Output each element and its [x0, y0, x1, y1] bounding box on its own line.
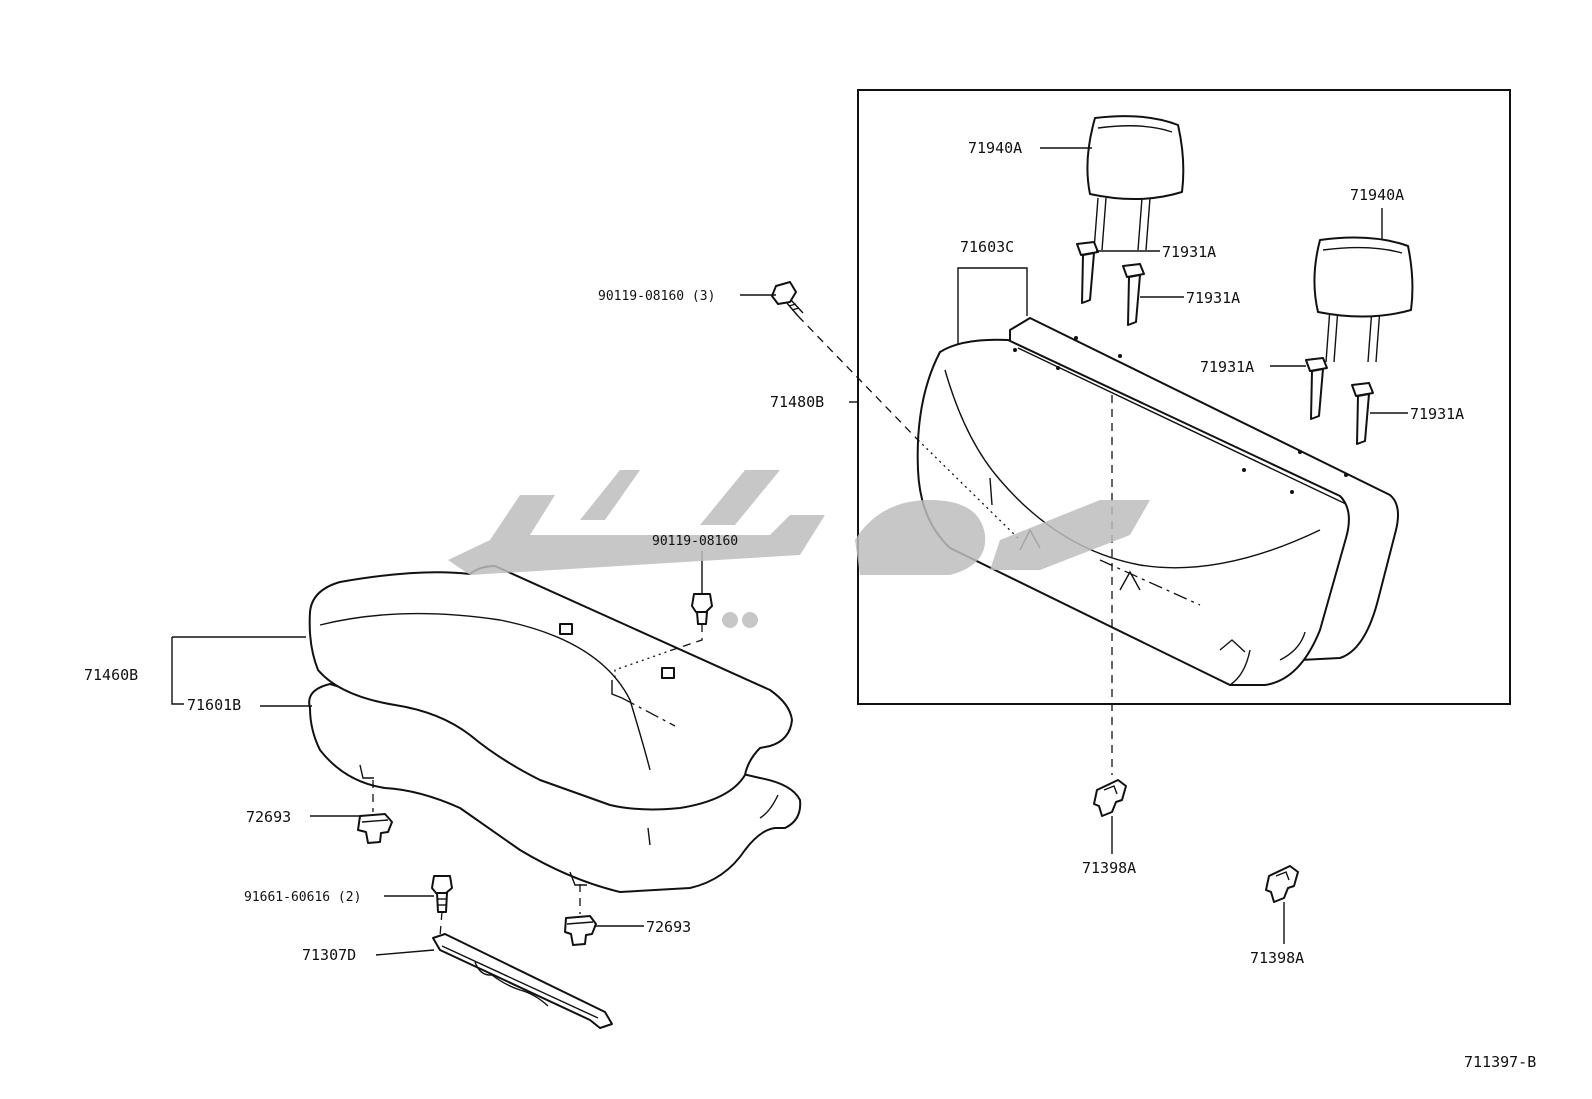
headrest-support-1: [1076, 241, 1099, 304]
label-support-1: 71931A: [1162, 243, 1216, 261]
label-support-4: 71931A: [1410, 405, 1464, 423]
label-headrest-left: 71940A: [968, 139, 1022, 157]
connector-bolt-to-seatback: [797, 315, 919, 441]
connector-bolt-cushion: [671, 624, 703, 651]
bolt-cushion: [691, 593, 713, 625]
label-hook-1: 71398A: [1082, 859, 1136, 877]
label-seatback-cover: 71603C: [960, 238, 1014, 256]
label-headrest-right: 71940A: [1350, 186, 1404, 204]
label-frame-bracket: 71307D: [302, 946, 356, 964]
clip-72693-right: [564, 915, 597, 946]
connector-cushion-dotted: [614, 649, 673, 680]
label-hook-2: 71398A: [1250, 949, 1304, 967]
seat-cushion-assembly: [308, 565, 802, 893]
watermark-logo: [448, 470, 1150, 628]
label-clip-right: 72693: [646, 918, 691, 936]
label-bolt-seatback: 90119-08160 (3): [598, 289, 715, 304]
seatback-assembly: [916, 317, 1399, 686]
bolt-seatback: [771, 281, 804, 317]
label-cushion-assy: 71460B: [84, 666, 138, 684]
label-support-3: 71931A: [1200, 358, 1254, 376]
headrest-right: [1313, 236, 1414, 363]
headrest-left: [1086, 115, 1185, 251]
hook-71398A-1: [1093, 779, 1127, 817]
hook-71398A-2: [1265, 865, 1299, 903]
connector-cushion-dashdot: [621, 697, 676, 727]
headrest-support-2: [1122, 263, 1145, 326]
label-clip-left: 72693: [246, 808, 291, 826]
connector-bolt-frame: [439, 911, 443, 937]
connector-seatback-dashdot: [1099, 559, 1201, 606]
frame-bracket: [432, 933, 613, 1029]
label-bolt-cushion: 90119-08160: [652, 534, 738, 549]
seatback-group-frame: [857, 89, 1511, 705]
label-bolt-frame: 91661-60616 (2): [244, 890, 361, 905]
label-diagram-id: 711397-B: [1464, 1053, 1536, 1071]
headrest-support-4: [1351, 382, 1374, 445]
clip-72693-left: [357, 813, 393, 844]
label-support-2: 71931A: [1186, 289, 1240, 307]
label-cushion-cover: 71601B: [187, 696, 241, 714]
headrest-support-3: [1305, 357, 1328, 420]
label-seatback-assy: 71480B: [770, 393, 824, 411]
bolt-frame: [431, 875, 453, 913]
